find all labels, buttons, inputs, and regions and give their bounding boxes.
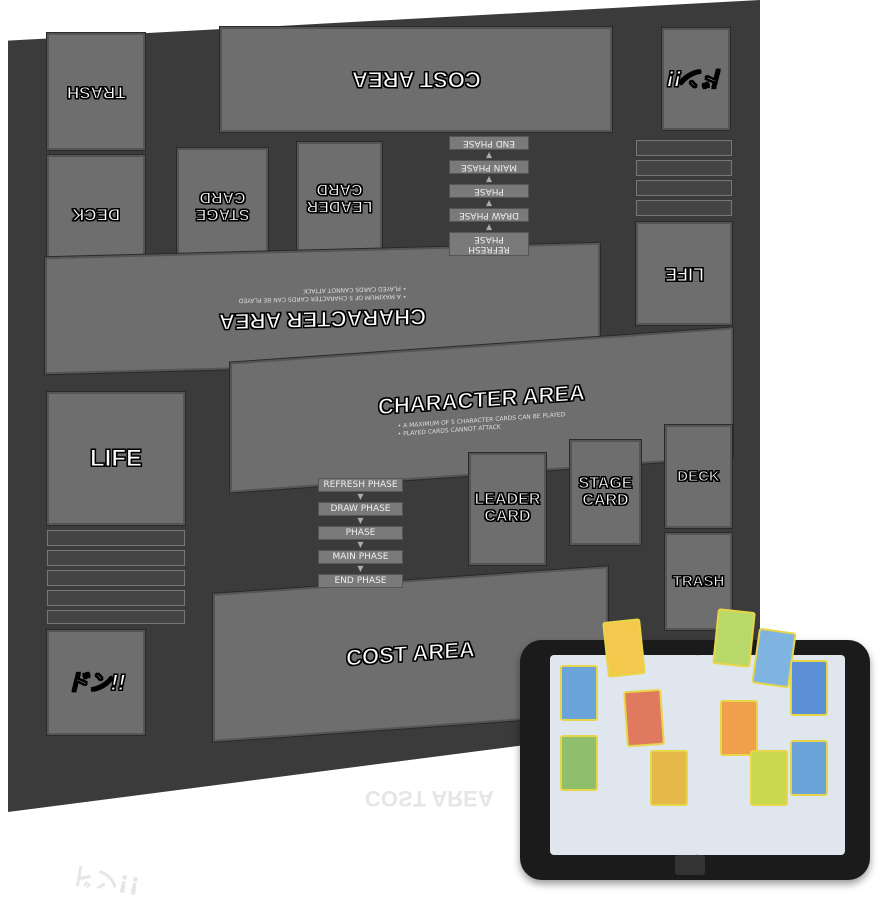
- trading-card: [790, 660, 828, 716]
- don-logo: ドン!!: [66, 669, 126, 695]
- card-binder: [520, 600, 872, 880]
- trash-label: TRASH: [672, 572, 725, 590]
- trading-card: [650, 750, 688, 806]
- arrow-down-icon: ▼: [485, 223, 493, 232]
- arrow-down-icon: ▼: [485, 151, 493, 160]
- top-trash-label: TRASH: [66, 82, 126, 102]
- phase-main: MAIN PHASE: [449, 160, 529, 174]
- phase-refresh: REFRESH PHASE: [449, 232, 529, 256]
- top-leader-label: LEADER CARD: [306, 181, 373, 216]
- life-slot: [47, 550, 185, 566]
- phase-draw: DRAW PHASE: [318, 502, 403, 516]
- phase-don: PHASE: [449, 184, 529, 198]
- trading-card: [750, 750, 788, 806]
- life-slot: [636, 140, 732, 156]
- life-zone: LIFE: [46, 391, 186, 526]
- top-leader-card-zone: LEADER CARD: [296, 141, 383, 253]
- stage-card-label: STAGE CARD: [578, 474, 633, 509]
- phase-list: REFRESH PHASE▼ DRAW PHASE▼ PHASE▼ MAIN P…: [318, 478, 403, 588]
- phase-draw: DRAW PHASE: [449, 208, 529, 222]
- trading-card: [560, 665, 598, 721]
- top-deck-zone: DECK: [46, 154, 146, 273]
- leader-card-zone: LEADER CARD: [468, 452, 547, 566]
- top-stage-card-zone: STAGE CARD: [176, 147, 269, 263]
- life-slot: [47, 610, 185, 624]
- phase-refresh: REFRESH PHASE: [318, 478, 403, 492]
- reflection-don-logo: ドン!!: [68, 860, 143, 900]
- trading-card: [790, 740, 828, 796]
- don-zone: ドン!!: [46, 629, 146, 736]
- life-slot: [47, 590, 185, 606]
- top-don-logo: ドン!!: [666, 66, 726, 92]
- top-phase-list: REFRESH PHASE▼ DRAW PHASE▼ PHASE▼ MAIN P…: [449, 136, 529, 256]
- life-slot: [47, 530, 185, 546]
- trading-card: [560, 735, 598, 791]
- trading-card: [602, 618, 646, 678]
- top-trash-zone: TRASH: [46, 32, 146, 151]
- stage-card-zone: STAGE CARD: [569, 439, 642, 546]
- phase-end: END PHASE: [318, 574, 403, 588]
- top-life-zone: LIFE: [635, 221, 733, 326]
- arrow-down-icon: ▼: [485, 199, 493, 208]
- phase-don: PHASE: [318, 526, 403, 540]
- trading-card: [720, 700, 758, 756]
- top-character-label: CHARACTER AREA: [219, 304, 427, 335]
- top-don-zone: ドン!!: [661, 27, 731, 131]
- arrow-down-icon: ▼: [357, 516, 364, 525]
- top-deck-label: DECK: [71, 204, 121, 224]
- top-cost-area: COST AREA: [219, 26, 613, 133]
- life-slot: [636, 200, 732, 216]
- life-slot: [636, 160, 732, 176]
- arrow-down-icon: ▼: [357, 564, 364, 573]
- arrow-down-icon: ▼: [357, 492, 364, 501]
- phase-end: END PHASE: [449, 136, 529, 150]
- deck-label: DECK: [677, 467, 721, 485]
- top-life-label: LIFE: [664, 263, 704, 284]
- trading-card: [623, 688, 665, 748]
- arrow-down-icon: ▼: [357, 540, 364, 549]
- life-label: LIFE: [90, 444, 143, 472]
- trading-card: [712, 608, 756, 668]
- deck-zone: DECK: [664, 424, 733, 529]
- leader-card-label: LEADER CARD: [474, 491, 541, 525]
- cost-area-label: COST AREA: [346, 636, 476, 671]
- zipper-pull: [675, 855, 705, 875]
- life-slot: [47, 570, 185, 586]
- top-stage-label: STAGE CARD: [195, 189, 250, 224]
- reflection-cost-area: COST AREA: [365, 786, 494, 811]
- arrow-down-icon: ▼: [485, 175, 493, 184]
- top-cost-label: COST AREA: [351, 67, 481, 93]
- phase-main: MAIN PHASE: [318, 550, 403, 564]
- life-slot: [636, 180, 732, 196]
